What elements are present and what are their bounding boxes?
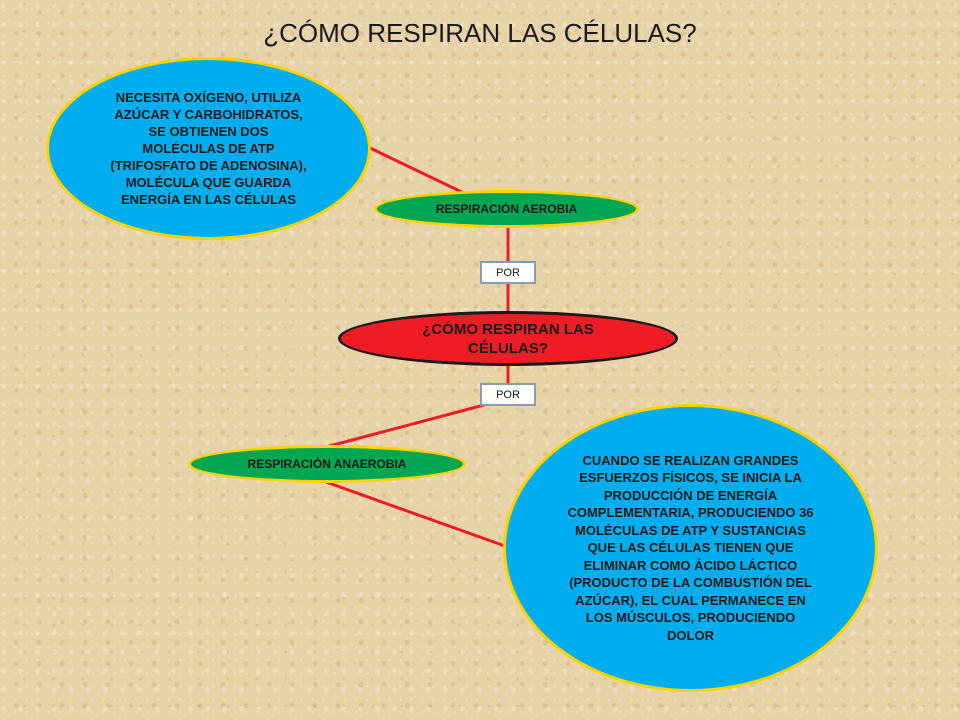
central-question-label: ¿CÓMO RESPIRAN LAS CÉLULAS?: [422, 320, 594, 357]
por-connector-top: POR: [480, 261, 536, 284]
line-por-anaerobic: [325, 403, 485, 449]
anaerobic-description-text: CUANDO SE REALIZAN GRANDES ESFUERZOS FÍS…: [567, 452, 814, 643]
central-question-node: ¿CÓMO RESPIRAN LAS CÉLULAS?: [338, 311, 678, 366]
line-aerobic-description: [369, 146, 471, 198]
aerobic-description-bubble: NECESITA OXÍGENO, UTILIZA AZÚCAR Y CARBO…: [46, 57, 371, 240]
slide-title: ¿CÓMO RESPIRAN LAS CÉLULAS?: [263, 18, 697, 48]
aerobic-respiration-node: RESPIRACIÓN AEROBIA: [374, 190, 639, 228]
anaerobic-respiration-label: RESPIRACIÓN ANAEROBIA: [247, 457, 407, 471]
por-connector-bottom: POR: [480, 383, 536, 406]
anaerobic-description-bubble: CUANDO SE REALIZAN GRANDES ESFUERZOS FÍS…: [503, 404, 878, 692]
aerobic-description-text: NECESITA OXÍGENO, UTILIZA AZÚCAR Y CARBO…: [110, 90, 307, 207]
aerobic-respiration-label: RESPIRACIÓN AEROBIA: [435, 202, 578, 216]
anaerobic-respiration-node: RESPIRACIÓN ANAEROBIA: [188, 445, 466, 483]
line-anaerobic-description: [325, 480, 506, 548]
